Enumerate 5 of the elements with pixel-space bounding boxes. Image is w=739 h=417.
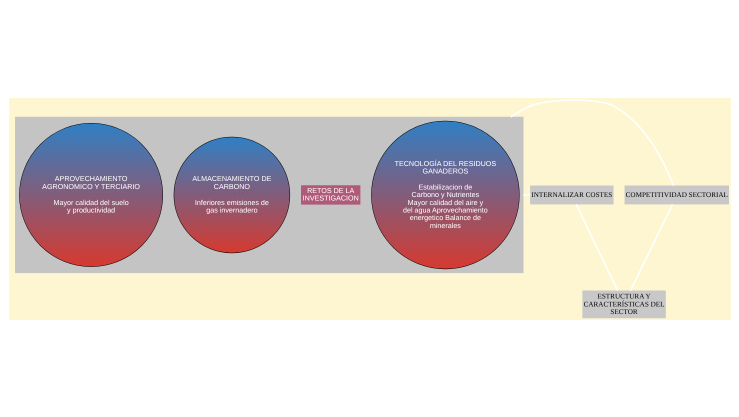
connector	[629, 204, 673, 291]
connector	[574, 204, 618, 291]
cluster	[14, 116, 523, 273]
connector	[522, 194, 530, 196]
connector	[510, 98, 674, 186]
